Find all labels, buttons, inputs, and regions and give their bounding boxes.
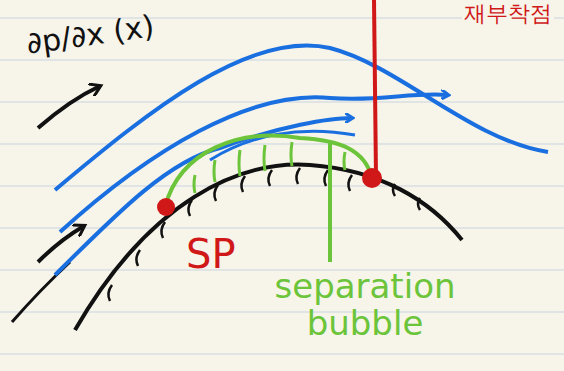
bubble-label: separation bubble (250, 268, 480, 343)
separation-point-label: SP (186, 232, 236, 276)
reattachment-label: 재부착점 (462, 2, 554, 26)
gradient-label: ∂p/∂x (x) (24, 9, 156, 60)
